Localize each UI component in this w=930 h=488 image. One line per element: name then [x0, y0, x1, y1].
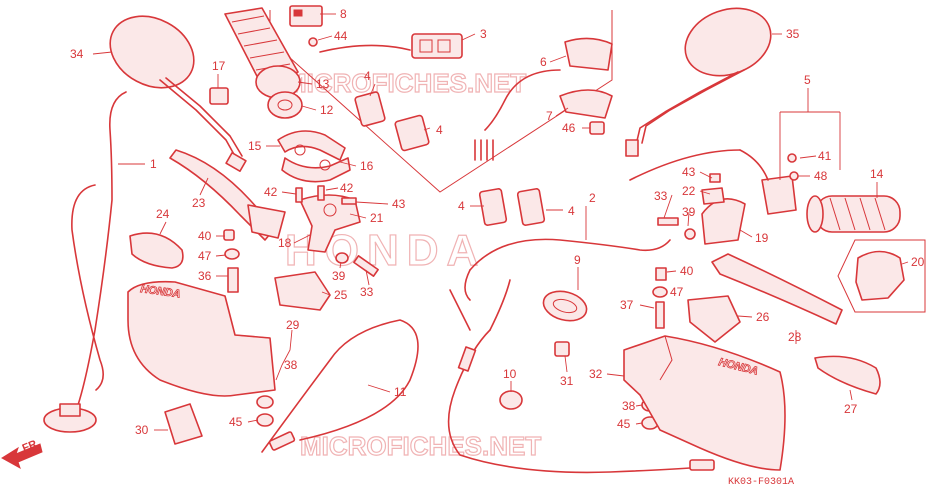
callout-2: 2 — [589, 191, 596, 205]
callout-4-d: 4 — [568, 204, 575, 218]
callout-25: 25 — [334, 288, 348, 302]
callout-40-b: 40 — [680, 264, 694, 278]
callout-7: 7 — [546, 109, 553, 123]
callout-28: 28 — [788, 330, 802, 344]
callout-22: 22 — [682, 184, 696, 198]
callout-9: 9 — [574, 253, 581, 267]
callout-30: 30 — [135, 423, 149, 437]
callout-32: 32 — [589, 367, 603, 381]
diagram-code: KK03-F0301A — [728, 477, 794, 488]
callout-38-a: 38 — [284, 358, 298, 372]
right-mirror — [625, 7, 772, 157]
callout-4-c: 4 — [458, 199, 465, 213]
callout-6: 6 — [540, 55, 547, 69]
switch-boxes — [129, 232, 741, 343]
callout-4-b: 4 — [436, 123, 443, 137]
front-arrow-icon — [1, 443, 43, 470]
callout-40-a: 40 — [198, 229, 212, 243]
callout-5: 5 — [804, 73, 811, 87]
callout-39-a: 39 — [332, 269, 346, 283]
callout-41: 41 — [818, 149, 832, 163]
callout-33-a: 33 — [654, 189, 668, 203]
callout-23: 23 — [192, 196, 206, 210]
callout-38-b: 38 — [622, 399, 636, 413]
callout-37: 37 — [620, 298, 634, 312]
callout-20: 20 — [911, 255, 925, 269]
callout-47-a: 47 — [198, 249, 212, 263]
switch-components — [289, 5, 613, 161]
callout-26: 26 — [756, 310, 770, 324]
right-switch — [629, 149, 799, 245]
callout-10: 10 — [503, 367, 517, 381]
lever-cover — [814, 355, 881, 395]
throttle-housing — [209, 87, 351, 183]
callout-33-b: 33 — [360, 285, 374, 299]
callout-11: 11 — [394, 385, 407, 399]
callouts: 1 2 3 4 4 4 4 5 6 7 8 9 10 11 12 13 14 1… — [70, 7, 925, 437]
left-mirror — [109, 15, 247, 172]
callout-31: 31 — [560, 374, 574, 388]
hand-guards — [127, 280, 786, 471]
callout-8: 8 — [340, 7, 347, 21]
left-lever — [169, 149, 361, 253]
watermark-top: MICROFICHES.NET — [285, 68, 526, 98]
callout-34: 34 — [70, 47, 84, 61]
callout-1: 1 — [150, 157, 157, 171]
callout-16: 16 — [360, 159, 374, 173]
callout-39-b: 39 — [682, 205, 696, 219]
callout-45-b: 45 — [617, 417, 631, 431]
callout-42-a: 42 — [264, 185, 278, 199]
callout-27: 27 — [844, 402, 858, 416]
callout-29: 29 — [286, 318, 300, 332]
leader-lines — [92, 13, 909, 431]
callout-15: 15 — [248, 139, 262, 153]
callout-4-a: 4 — [364, 69, 371, 83]
callout-43-a: 43 — [392, 197, 406, 211]
callout-18: 18 — [278, 236, 292, 250]
callout-42-b: 42 — [340, 181, 354, 195]
callout-46: 46 — [562, 121, 576, 135]
callout-17: 17 — [212, 59, 226, 73]
callout-44: 44 — [334, 29, 348, 43]
callout-43-b: 43 — [682, 165, 696, 179]
throttle-grip — [224, 7, 303, 119]
cables — [43, 91, 715, 474]
hardware — [223, 173, 721, 430]
cable-bands — [478, 188, 588, 322]
front-marker: FR. — [1, 437, 43, 470]
callout-13: 13 — [316, 77, 330, 91]
callout-24: 24 — [156, 207, 170, 221]
callout-21: 21 — [370, 211, 384, 225]
lever-holder-inset-frame — [837, 239, 926, 313]
right-grip — [806, 195, 901, 233]
callout-35: 35 — [786, 27, 800, 41]
right-lever — [711, 250, 905, 325]
callout-19: 19 — [755, 231, 769, 245]
callout-47-b: 47 — [670, 285, 684, 299]
callout-3: 3 — [480, 27, 487, 41]
callout-45-a: 45 — [229, 415, 243, 429]
callout-14: 14 — [870, 167, 884, 181]
watermark-bottom: MICROFICHES.NET — [300, 431, 541, 461]
callout-36: 36 — [198, 269, 212, 283]
callout-12: 12 — [320, 103, 334, 117]
callout-48: 48 — [814, 169, 828, 183]
